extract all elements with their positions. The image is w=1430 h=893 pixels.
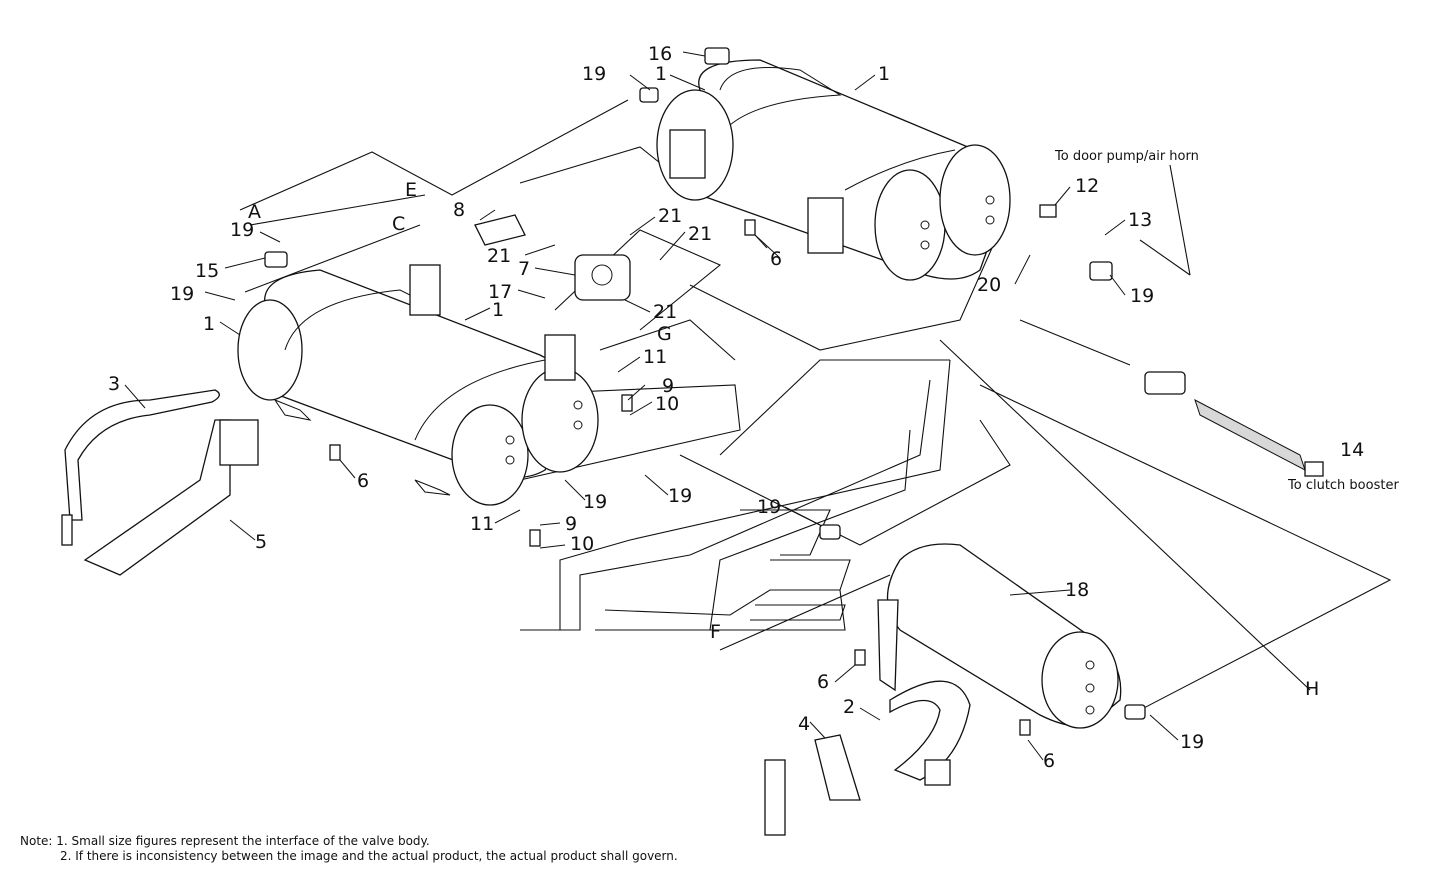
- callout-1: 1: [492, 299, 504, 321]
- callout-3: 3: [108, 373, 120, 395]
- bracket-4b: [764, 759, 786, 836]
- valve-7: [574, 254, 631, 301]
- callout-13: 13: [1128, 209, 1152, 231]
- callout-10: 10: [570, 533, 594, 555]
- letter-C: C: [392, 213, 405, 235]
- straps-and-brackets: [61, 389, 971, 836]
- callout-20: 20: [977, 274, 1001, 296]
- callout-6: 6: [770, 248, 782, 270]
- callout-19: 19: [668, 485, 692, 507]
- destination-door-pump: To door pump/air horn: [1054, 149, 1199, 164]
- fitting-14: [1304, 461, 1324, 477]
- letter-E: E: [405, 179, 417, 201]
- callout-4: 4: [798, 713, 810, 735]
- callout-15: 15: [195, 260, 219, 282]
- pipe-routing-lines: [239, 99, 1392, 711]
- note-line-1: Note: 1. Small size figures represent th…: [20, 834, 430, 848]
- callout-16: 16: [648, 43, 672, 65]
- upper-twin-air-tanks: [656, 59, 1011, 281]
- letter-G: G: [657, 323, 672, 345]
- callout-1: 1: [203, 313, 215, 335]
- callout-19: 19: [1130, 285, 1154, 307]
- callout-1: 1: [655, 63, 667, 85]
- note-line-2: 2. If there is inconsistency between the…: [60, 849, 678, 863]
- hose: [1194, 398, 1306, 472]
- letter-H: H: [1305, 678, 1319, 700]
- callout-21: 21: [688, 223, 712, 245]
- fitting-12: [1039, 204, 1057, 218]
- callout-5: 5: [255, 531, 267, 553]
- bracket-4: [814, 734, 861, 801]
- fitting-15: [264, 251, 288, 268]
- letter-A: A: [248, 201, 261, 223]
- callout-11: 11: [643, 346, 667, 368]
- callout-6: 6: [357, 470, 369, 492]
- callout-10: 10: [655, 393, 679, 415]
- callout-21: 21: [487, 245, 511, 267]
- callout-9: 9: [565, 513, 577, 535]
- callout-17: 17: [488, 281, 512, 303]
- left-twin-air-tanks: [237, 264, 599, 506]
- callout-21: 21: [658, 205, 682, 227]
- fitting-16: [704, 47, 730, 65]
- fitting-19-right: [1089, 261, 1113, 281]
- strap-3: [64, 389, 220, 521]
- callout-9: 9: [662, 375, 674, 397]
- callout-19: 19: [583, 491, 607, 513]
- callout-8: 8: [453, 199, 465, 221]
- bracket-5: [83, 419, 231, 576]
- callout-7: 7: [518, 258, 530, 280]
- callout-18: 18: [1065, 579, 1089, 601]
- callout-21: 21: [653, 301, 677, 323]
- leader-lines: [124, 51, 1179, 761]
- callout-19: 19: [170, 283, 194, 305]
- callout-2: 2: [843, 696, 855, 718]
- letter-F: F: [710, 621, 721, 643]
- callout-19: 19: [1180, 731, 1204, 753]
- lower-air-tank: [877, 543, 1122, 729]
- callout-6: 6: [1043, 750, 1055, 772]
- callout-11: 11: [470, 513, 494, 535]
- callout-12: 12: [1075, 175, 1099, 197]
- callout-19: 19: [757, 496, 781, 518]
- callout-labels: 16 19 1 1 12 13 19 20 6 21 21 21 7 8 17 …: [108, 43, 1364, 772]
- plate-8: [474, 214, 526, 246]
- valves-and-fittings: [264, 47, 1324, 736]
- destination-clutch-booster: To clutch booster: [1287, 478, 1399, 493]
- callout-19: 19: [230, 219, 254, 241]
- strap-2: [889, 680, 971, 781]
- callout-19: 19: [582, 63, 606, 85]
- callout-1: 1: [878, 63, 890, 85]
- callout-6: 6: [817, 671, 829, 693]
- callout-14: 14: [1340, 439, 1364, 461]
